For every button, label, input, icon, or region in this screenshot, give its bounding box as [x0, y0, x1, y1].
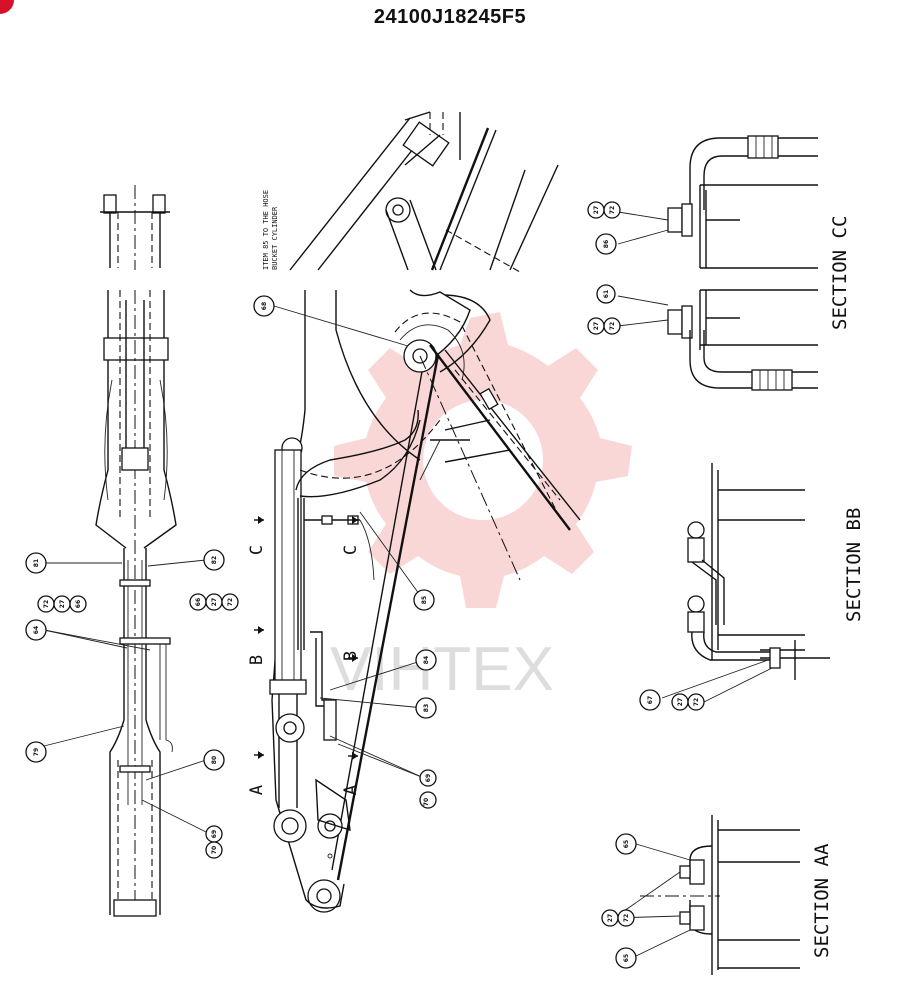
svg-text:64: 64	[33, 626, 40, 634]
svg-text:65: 65	[623, 954, 630, 962]
svg-text:82: 82	[211, 556, 218, 564]
svg-text:72: 72	[227, 598, 234, 606]
callout-27-right[interactable]: 27	[205, 593, 223, 611]
callout-82[interactable]: 82	[203, 549, 225, 571]
section-aa-drawing	[613, 815, 800, 975]
callout-61[interactable]: 61	[596, 284, 616, 304]
svg-text:69: 69	[425, 774, 432, 782]
svg-text:86: 86	[603, 240, 610, 248]
svg-text:84: 84	[423, 656, 430, 664]
callout-65-bottom[interactable]: 65	[615, 947, 637, 969]
callout-67[interactable]: 67	[639, 689, 661, 711]
callout-84[interactable]: 84	[415, 649, 437, 671]
callout-27-bb[interactable]: 27	[671, 693, 689, 711]
svg-text:27: 27	[593, 322, 600, 330]
svg-text:66: 66	[75, 600, 82, 608]
callout-27-cc[interactable]: 27	[587, 201, 605, 219]
cut-letter-a-left: A	[247, 785, 267, 795]
callout-86[interactable]: 86	[595, 233, 617, 255]
svg-text:27: 27	[211, 598, 218, 606]
drawing-title: 24100J18245F5	[373, 6, 527, 28]
svg-text:85: 85	[421, 596, 428, 604]
watermark-text: VIHTEX	[330, 635, 554, 704]
callout-72-bb[interactable]: 72	[687, 693, 705, 711]
callout-65-top[interactable]: 65	[615, 833, 637, 855]
section-cc-drawing	[617, 135, 818, 391]
callout-80[interactable]: 80	[203, 749, 225, 771]
svg-text:81: 81	[33, 559, 40, 567]
watermark-gear	[334, 312, 632, 608]
callout-69-left[interactable]: 69	[205, 825, 223, 843]
callout-70-left[interactable]: 70	[205, 841, 223, 859]
svg-text:79: 79	[33, 748, 40, 756]
cut-letter-b-left: B	[247, 655, 267, 665]
svg-text:61: 61	[603, 290, 610, 298]
svg-text:80: 80	[211, 756, 218, 764]
callout-72-cc-lower[interactable]: 72	[603, 317, 621, 335]
note-line-1: ITEM 85 TO THE HOSE	[262, 190, 270, 270]
svg-text:65: 65	[623, 840, 630, 848]
section-cc-label: SECTION CC	[829, 216, 851, 330]
callout-68[interactable]: 68	[253, 295, 275, 317]
callout-83[interactable]: 83	[415, 697, 437, 719]
callout-27-cc-lower[interactable]: 27	[587, 317, 605, 335]
svg-text:68: 68	[261, 302, 268, 310]
note-line-2: BUCKET CYLINDER	[271, 206, 279, 270]
section-bb-label: SECTION BB	[843, 508, 865, 622]
callout-72-right[interactable]: 72	[221, 593, 239, 611]
svg-text:72: 72	[623, 914, 630, 922]
callout-64[interactable]: 64	[25, 619, 47, 641]
cut-markers	[254, 516, 358, 760]
svg-text:72: 72	[609, 206, 616, 214]
callout-72-cc[interactable]: 72	[603, 201, 621, 219]
callout-66-right[interactable]: 66	[189, 593, 207, 611]
arm-side-view	[269, 111, 581, 913]
callout-70-middle[interactable]: 70	[419, 791, 437, 809]
svg-text:27: 27	[59, 600, 66, 608]
callout-69-middle[interactable]: 69	[419, 769, 437, 787]
svg-text:72: 72	[693, 698, 700, 706]
svg-text:66: 66	[195, 598, 202, 606]
svg-text:70: 70	[423, 798, 430, 806]
svg-text:70: 70	[211, 846, 218, 854]
svg-text:72: 72	[609, 322, 616, 330]
callout-79[interactable]: 79	[25, 741, 47, 763]
callout-72-left[interactable]: 72	[37, 595, 55, 613]
svg-text:27: 27	[677, 698, 684, 706]
cut-letter-a-right: A	[341, 785, 361, 795]
svg-text:27: 27	[607, 914, 614, 922]
left-leaders	[43, 559, 211, 835]
cut-letter-c-right: C	[341, 545, 361, 555]
callout-27-aa[interactable]: 27	[601, 909, 619, 927]
section-aa-label: SECTION AA	[811, 843, 833, 958]
arm-top-view	[95, 185, 177, 917]
callout-72-aa[interactable]: 72	[617, 909, 635, 927]
svg-text:83: 83	[423, 704, 430, 712]
svg-text:67: 67	[647, 696, 654, 704]
section-bb-drawing	[661, 463, 830, 705]
cut-letter-c-left: C	[247, 545, 267, 555]
callout-81[interactable]: 81	[25, 552, 47, 574]
svg-text:69: 69	[211, 830, 218, 838]
callout-27-left[interactable]: 27	[53, 595, 71, 613]
callout-66-left[interactable]: 66	[69, 595, 87, 613]
callout-85[interactable]: 85	[413, 589, 435, 611]
cut-letter-b-right: B	[341, 651, 361, 661]
svg-text:27: 27	[593, 206, 600, 214]
svg-text:72: 72	[43, 600, 50, 608]
middle-leaders	[273, 305, 425, 779]
